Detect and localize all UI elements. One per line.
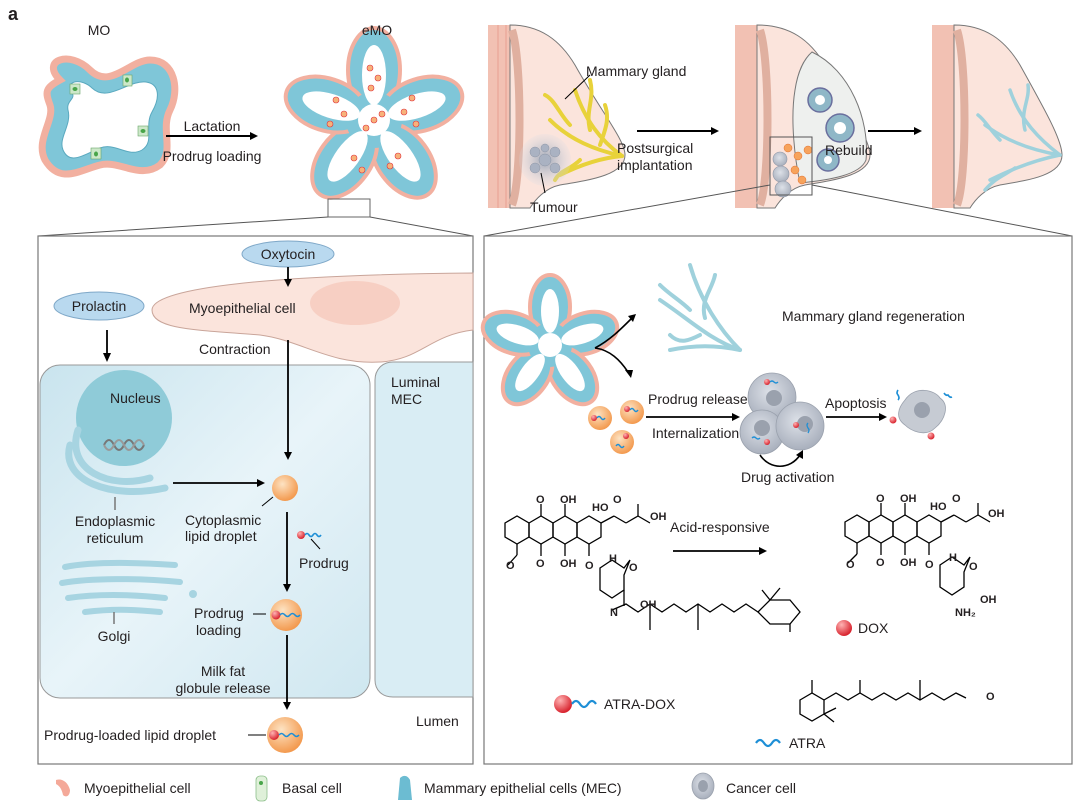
loaded-droplet-label: Prodrug-loaded lipid droplet <box>44 727 216 743</box>
prolactin-label: Prolactin <box>71 298 127 314</box>
emo-organoid <box>283 26 465 200</box>
cancer-cell-cluster <box>739 372 825 468</box>
prodrug-loading-label: Prodrug loading <box>162 148 262 164</box>
atom-label: O <box>536 494 545 506</box>
endoplasmic-reticulum <box>65 426 169 495</box>
apoptosis-label: Apoptosis <box>825 395 887 411</box>
apoptotic-cell <box>889 389 953 440</box>
legend-cancer-label: Cancer cell <box>726 780 797 796</box>
regenerated-gland <box>658 263 742 352</box>
cytoplasmic-label-2: lipid droplet <box>185 528 257 544</box>
atom-label: O <box>536 558 545 570</box>
atom-label: H <box>609 553 617 565</box>
atra-legend-icon <box>755 738 781 748</box>
myoepithelial-cell-icon <box>56 779 70 797</box>
atra-label: ATRA <box>789 735 826 751</box>
prodrug-label: Prodrug <box>299 555 349 571</box>
legend-myoepithelial-label: Myoepithelial cell <box>84 780 191 796</box>
emo-label: eMO <box>361 22 393 38</box>
atom-label: O <box>925 559 934 571</box>
atom-label: OH <box>988 508 1005 520</box>
lactation-label: Lactation <box>183 118 241 134</box>
nucleus-label: Nucleus <box>110 390 161 406</box>
myoepithelial-cell-label: Myoepithelial cell <box>189 300 296 316</box>
drug-activation-label: Drug activation <box>741 469 835 485</box>
prodrug-icon <box>297 531 305 539</box>
atom-label: O <box>585 560 594 572</box>
mo-label: MO <box>87 22 111 38</box>
atom-label: O <box>952 493 961 505</box>
atom-label: O <box>846 559 855 571</box>
atom-label: HO <box>592 502 609 514</box>
cytoplasmic-label-1: Cytoplasmic <box>185 512 262 528</box>
lumen-label: Lumen <box>416 713 459 729</box>
cytoplasmic-lipid-droplet <box>272 475 298 501</box>
legend-mec-label: Mammary epithelial cells (MEC) <box>424 780 622 796</box>
atra-dox-legend-icon <box>554 695 572 713</box>
panel-label: a <box>8 4 19 24</box>
zoom-box-emo <box>327 198 371 218</box>
atom-label: NH₂ <box>955 607 976 619</box>
atra-structure <box>799 680 967 723</box>
atom-label: OH <box>900 557 917 569</box>
mammary-gland-label: Mammary gland <box>586 63 687 79</box>
breast-with-tumour <box>488 24 626 209</box>
adjacent-luminal-mec <box>374 361 474 698</box>
golgi <box>59 559 183 615</box>
legend-basal-label: Basal cell <box>282 780 342 796</box>
prodrug-release-label: Prodrug release <box>648 391 748 407</box>
dox-legend-icon <box>836 620 852 636</box>
loading-label-1: Prodrug <box>194 605 244 621</box>
atom-label: OH <box>650 511 667 523</box>
mec-label: MEC <box>391 391 423 407</box>
er-label-1: Endoplasmic <box>74 513 156 529</box>
atom-label: OH <box>560 494 577 506</box>
atom-label: O <box>613 494 622 506</box>
atom-label: OH <box>640 599 657 611</box>
er-label-2: reticulum <box>86 530 144 546</box>
luminal-label: Luminal <box>391 374 441 390</box>
atom-label: HO <box>930 501 947 513</box>
atra-dox-label: ATRA-DOX <box>604 696 676 712</box>
golgi-label: Golgi <box>97 628 131 644</box>
tumour-label: Tumour <box>530 199 578 215</box>
implantation-label: implantation <box>617 157 693 173</box>
emo-organoid-detail <box>480 273 620 407</box>
dox-label: DOX <box>858 620 889 636</box>
atom-label: O <box>969 561 978 573</box>
postsurgical-label: Postsurgical <box>617 140 694 156</box>
mo-organoid <box>38 55 179 178</box>
oxytocin-label: Oxytocin <box>260 246 316 262</box>
breast-with-implant <box>735 24 871 209</box>
atom-label: O <box>629 562 638 574</box>
atom-label: O <box>986 691 995 703</box>
dox-structure <box>844 503 991 596</box>
atom-label: OH <box>900 493 917 505</box>
internalization-label: Internalization <box>652 425 740 441</box>
atom-label: O <box>506 560 515 572</box>
atra-dox-structure <box>504 504 801 632</box>
atom-label: O <box>876 493 885 505</box>
atom-label: O <box>876 557 885 569</box>
mec-icon <box>398 775 412 800</box>
nucleus <box>76 370 172 466</box>
atom-label: N <box>610 607 618 619</box>
prolactin-bubble <box>53 291 145 321</box>
acid-responsive-label: Acid-responsive <box>670 519 770 535</box>
milk-fat-label-2: globule release <box>175 680 271 696</box>
atom-label: OH <box>560 558 577 570</box>
milk-fat-label-1: Milk fat <box>200 663 246 679</box>
regeneration-label: Mammary gland regeneration <box>782 308 965 324</box>
atom-label: H <box>949 552 957 564</box>
atom-label: OH <box>980 594 997 606</box>
basal-cell-icon <box>255 775 268 802</box>
breast-rebuilt <box>932 24 1063 209</box>
prodrug-droplets <box>588 400 644 454</box>
contraction-label: Contraction <box>199 341 271 357</box>
loading-label-2: loading <box>196 622 242 638</box>
rebuild-label: Rebuild <box>825 142 873 158</box>
